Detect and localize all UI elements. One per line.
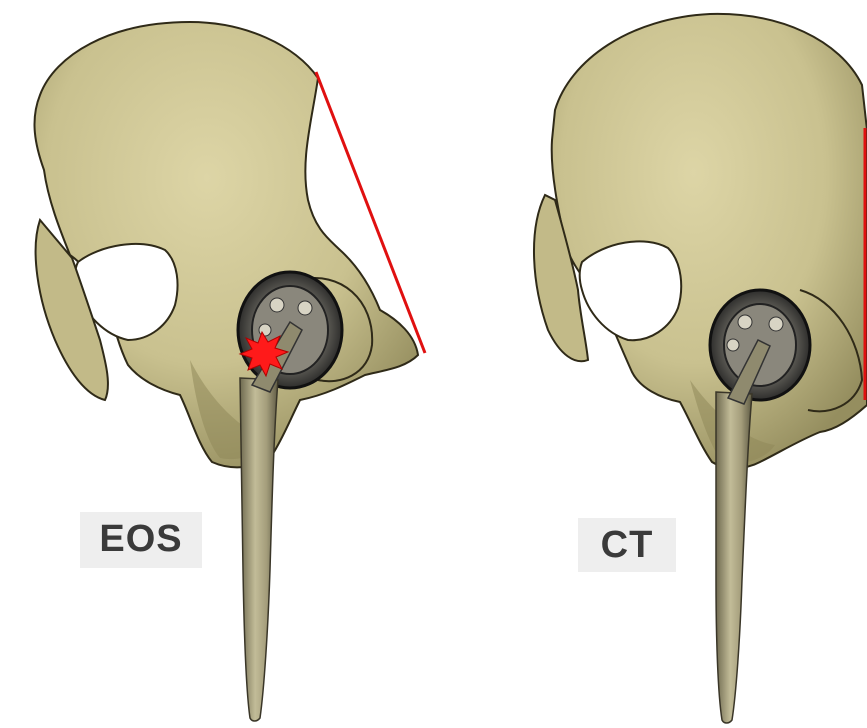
ct-screw-hole: [727, 339, 739, 351]
ct-pelvis-model: [534, 14, 867, 723]
eos-screw-hole: [270, 298, 284, 312]
ct-obturator-foramen: [580, 241, 681, 340]
ct-screw-hole: [769, 317, 783, 331]
ct-screw-hole: [738, 315, 752, 329]
ct-pelvis-bone: [552, 14, 867, 468]
eos-screw-hole: [298, 301, 312, 315]
eos-pelvis-bone: [34, 22, 418, 467]
eos-pelvis-model: [34, 22, 425, 721]
ct-femoral-stem: [716, 392, 752, 723]
eos-femoral-stem: [240, 378, 278, 721]
eos-label: EOS: [80, 512, 202, 568]
ct-label: CT: [578, 518, 676, 572]
